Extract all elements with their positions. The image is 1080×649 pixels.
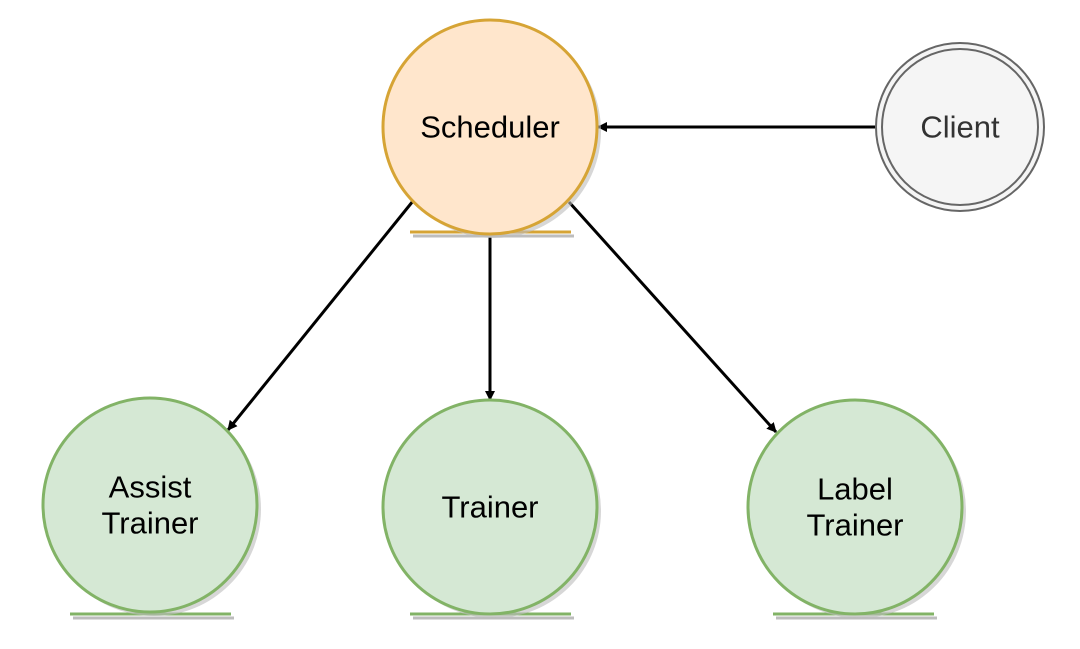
- node-label: Trainer: [101, 506, 198, 541]
- node-label: Client: [920, 110, 1000, 145]
- node-label: Label: [817, 472, 893, 507]
- node-client[interactable]: Client: [875, 42, 1045, 212]
- node-circle: [381, 398, 599, 616]
- node-label: Scheduler: [420, 110, 560, 145]
- edge-scheduler-to-assist_trainer: [226, 200, 415, 431]
- node-label: Trainer: [441, 490, 538, 525]
- node-circle: [746, 398, 964, 616]
- node-trainer[interactable]: Trainer: [381, 398, 601, 620]
- node-circle: [381, 18, 599, 236]
- node-circle: [41, 396, 259, 614]
- edges-layer: [226, 122, 875, 434]
- edge-scheduler-to-label_trainer: [567, 200, 778, 434]
- node-inner-circle: [881, 48, 1039, 206]
- node-label: Trainer: [806, 508, 903, 543]
- node-scheduler[interactable]: Scheduler: [381, 18, 601, 238]
- node-label: Assist: [109, 470, 192, 505]
